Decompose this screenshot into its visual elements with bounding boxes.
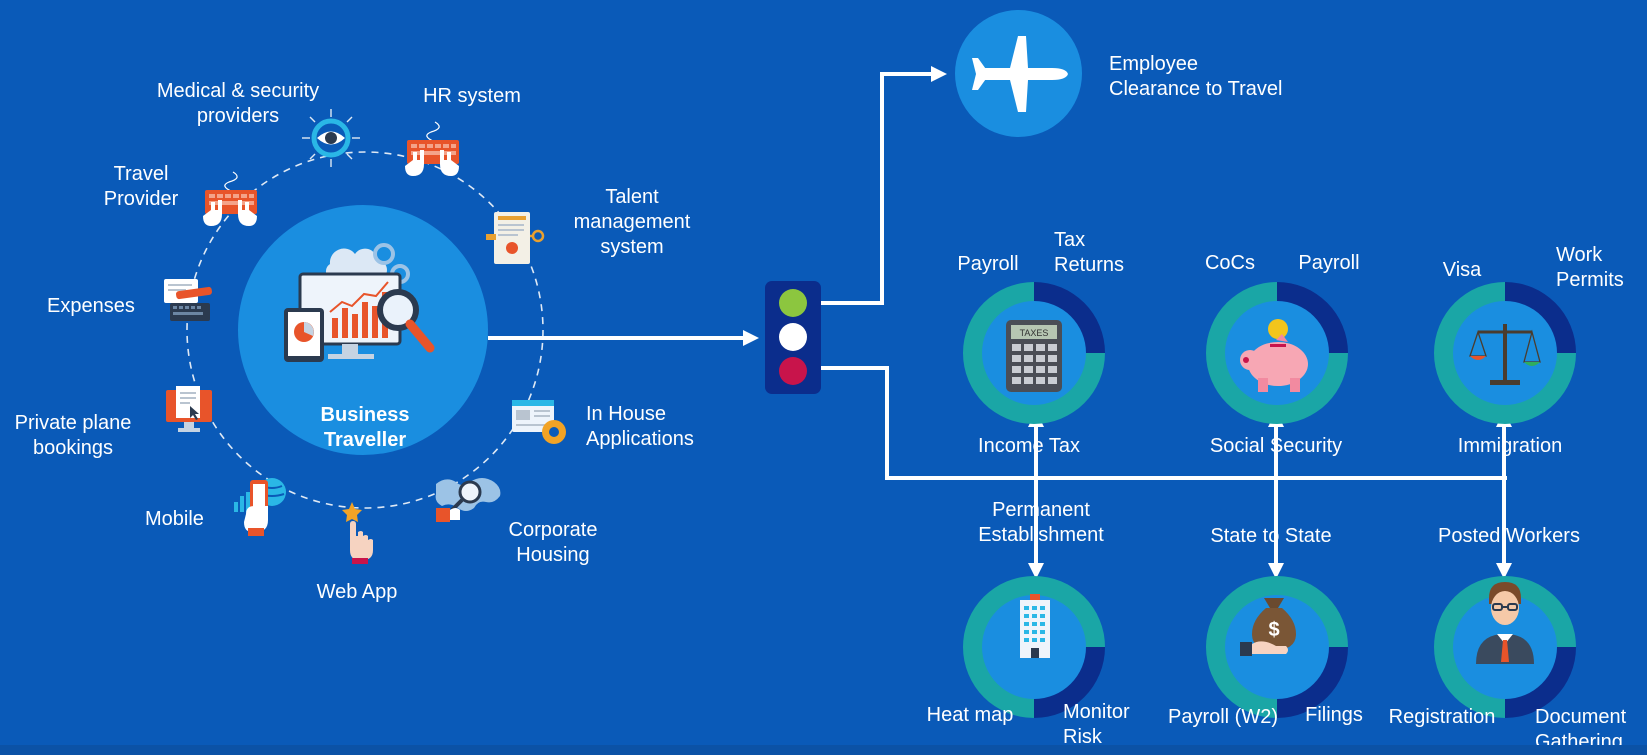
- airplane-icon: [972, 36, 1068, 112]
- keyboard-hands-icon: [203, 171, 257, 226]
- calculator-taxes-icon: TAXES: [1006, 320, 1062, 392]
- hand-touch-star-icon: [342, 502, 373, 564]
- receipt-card-icon: [164, 279, 212, 321]
- white-signal: [779, 323, 807, 351]
- immigration-label: Immigration: [1457, 435, 1563, 457]
- posted-left-tag: Registration: [1388, 706, 1496, 728]
- mobile-globe-icon: [234, 478, 286, 536]
- green-signal: [779, 289, 807, 317]
- social-right-tag: Payroll: [1298, 252, 1360, 274]
- posted-workers-label: Posted Workers: [1438, 525, 1580, 547]
- income-tax-label: Income Tax: [978, 435, 1080, 457]
- hub-title-line1: Business: [320, 404, 410, 426]
- expenses-label: Expenses: [47, 295, 135, 317]
- world-map-search-icon: [435, 478, 501, 522]
- building-icon: [1020, 594, 1050, 658]
- bottom-strip: [0, 745, 1647, 755]
- monitor-document-icon: [166, 386, 212, 432]
- green-to-clearance-line: [820, 66, 947, 305]
- red-signal: [779, 357, 807, 385]
- document-scroll-icon: [486, 212, 545, 264]
- analytics-dashboard-icon: [284, 243, 435, 362]
- eye-icon: [302, 109, 360, 167]
- pe-left-tag: Heat map: [926, 704, 1014, 726]
- social-security-label: Social Security: [1209, 435, 1343, 457]
- hr-system-label: HR system: [423, 85, 521, 107]
- immigration-left-tag: Visa: [1442, 259, 1482, 281]
- businessman-icon: [1476, 582, 1534, 664]
- state-right-tag: Filings: [1305, 704, 1363, 726]
- scales-icon: [1469, 324, 1541, 385]
- income-left-tag: Payroll: [957, 253, 1019, 275]
- piggy-bank-icon: [1240, 319, 1308, 392]
- browser-gear-icon: [512, 400, 566, 444]
- svg-text:$: $: [1268, 619, 1279, 641]
- web-app-label: Web App: [316, 581, 398, 603]
- ring-dashed: [186, 151, 544, 509]
- red-to-modules-line: [820, 366, 1507, 480]
- hub-title: Business Traveller: [321, 403, 410, 453]
- keyboard-hands-icon: [405, 121, 459, 176]
- hub-title-line2: Traveller: [323, 429, 407, 451]
- social-left-tag: CoCs: [1204, 252, 1256, 274]
- traffic-light: [765, 281, 821, 394]
- svg-text:TAXES: TAXES: [1020, 328, 1049, 338]
- state-to-state-label: State to State: [1210, 525, 1332, 547]
- money-bag-icon: $: [1240, 598, 1296, 656]
- mobile-label: Mobile: [145, 508, 204, 530]
- state-left-tag: Payroll (W2): [1167, 706, 1279, 728]
